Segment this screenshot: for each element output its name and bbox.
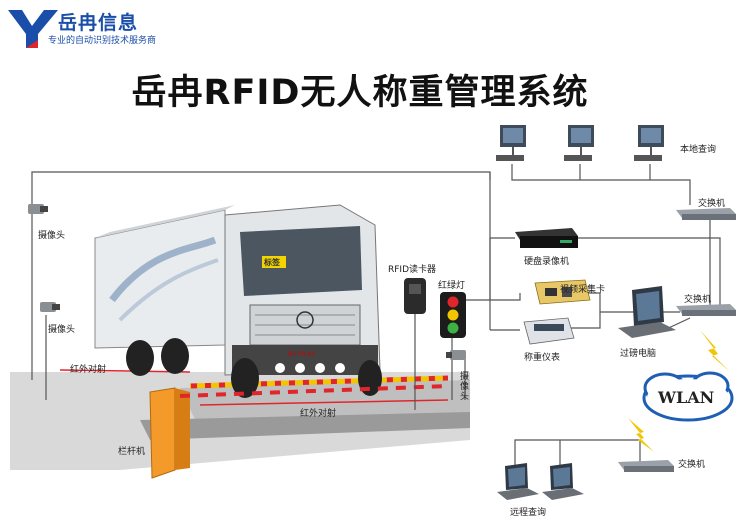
barrier-arm bbox=[179, 384, 449, 398]
wireless-bolt-top bbox=[700, 330, 730, 372]
label-barrier-gate: 栏杆机 bbox=[118, 447, 146, 457]
wiring bbox=[31, 164, 721, 470]
switch-top-device bbox=[676, 208, 736, 220]
camera-right bbox=[446, 350, 466, 360]
label-rfid-reader: RFID读卡器 bbox=[388, 265, 437, 275]
truck-plate-text: B1·P9 40 bbox=[288, 351, 315, 358]
logo-mark bbox=[8, 10, 58, 48]
truck bbox=[94, 204, 382, 398]
wireless-bolt-bottom bbox=[628, 418, 654, 452]
camera-left-mid bbox=[40, 302, 60, 312]
truck-wheel-front bbox=[231, 358, 259, 398]
weighing-instrument-device bbox=[523, 317, 575, 345]
truck-sign-board bbox=[262, 256, 286, 268]
truck-windshield bbox=[240, 226, 362, 296]
local-query-pcs bbox=[496, 125, 664, 161]
truck-emblem bbox=[296, 311, 314, 329]
label-weighing-instrument: 称重仪表 bbox=[524, 353, 561, 363]
label-wlan: WLAN bbox=[658, 388, 715, 407]
truck-trailer bbox=[94, 209, 226, 349]
video-card-device bbox=[534, 279, 591, 305]
page-title: 岳冉RFID无人称重管理系统 bbox=[131, 73, 589, 113]
hdd-recorder-device bbox=[515, 228, 578, 248]
label-infrared-bottom: 红外对射 bbox=[300, 409, 337, 419]
label-hdd-recorder: 硬盘录像机 bbox=[524, 257, 570, 267]
truck-wheel-rear bbox=[126, 340, 154, 376]
remote-query-pcs bbox=[497, 463, 584, 500]
label-camera-mid: 摄像头 bbox=[48, 325, 76, 335]
weighbridge-pc-device bbox=[618, 286, 676, 338]
label-camera-top: 摄像头 bbox=[38, 231, 66, 241]
brand-name: 岳冉信息 bbox=[58, 12, 139, 34]
infrared-beam-bottom bbox=[199, 399, 449, 406]
brand-slogan: 专业的自动识别技术服务商 bbox=[48, 36, 157, 46]
truck-sign-text: 标签 bbox=[264, 258, 280, 267]
label-video-card: 视频采集卡 bbox=[560, 285, 606, 295]
label-camera-right: 摄像头 bbox=[460, 372, 470, 402]
label-local-query: 本地查询 bbox=[680, 145, 717, 155]
traffic-light-device bbox=[440, 292, 466, 338]
label-switch-top: 交换机 bbox=[698, 199, 726, 209]
label-infrared-left: 红外对射 bbox=[70, 365, 107, 375]
wlan-cloud bbox=[642, 371, 734, 422]
camera-left-top bbox=[28, 204, 48, 214]
label-weighbridge-pc: 过磅电脑 bbox=[620, 349, 657, 359]
label-remote-query: 远程查询 bbox=[510, 508, 547, 518]
label-switch-bottom: 交换机 bbox=[678, 460, 706, 470]
switch-bottom-device bbox=[618, 460, 674, 472]
label-switch-mid: 交换机 bbox=[684, 295, 712, 305]
deck-edge bbox=[140, 412, 470, 440]
barrier-gate bbox=[149, 384, 449, 479]
label-traffic-light: 红绿灯 bbox=[438, 281, 466, 291]
switch-mid-device bbox=[676, 304, 736, 316]
rfid-reader-device bbox=[404, 278, 426, 314]
